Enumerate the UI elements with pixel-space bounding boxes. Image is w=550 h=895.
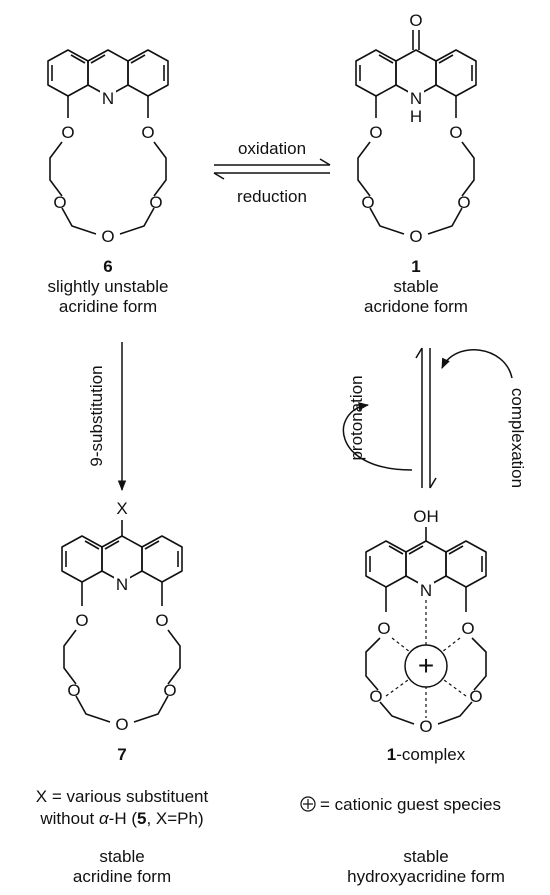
caption-line2: acridone form bbox=[364, 297, 468, 316]
substitution-label: 9-substitution bbox=[87, 365, 106, 466]
atom-O-1: O bbox=[377, 619, 390, 638]
cation-legend: = cationic guest species bbox=[300, 795, 501, 814]
crown-ether bbox=[49, 96, 167, 235]
caption-line2: acridine form bbox=[59, 297, 157, 316]
caption-line1: stable bbox=[393, 277, 438, 296]
atom-carbonyl-O: O bbox=[409, 11, 422, 30]
caption-line2: acridine form bbox=[73, 867, 171, 886]
molecule-1: O N H O O O O O 1 stable acridone form bbox=[355, 11, 477, 316]
caption-line1: stable bbox=[403, 847, 448, 866]
oxidation-label: oxidation bbox=[238, 139, 306, 158]
molecule-6: N O O O O O 6 slightly unstable acridine… bbox=[47, 49, 169, 316]
atom-O-4: O bbox=[149, 193, 162, 212]
complexation-label: complexation bbox=[508, 388, 527, 488]
compound-number: 7 bbox=[117, 745, 126, 764]
acridine-core bbox=[365, 540, 487, 588]
legend-text: = cationic guest species bbox=[320, 795, 501, 814]
acridone-core bbox=[355, 49, 477, 97]
atom-O-5: O bbox=[409, 227, 422, 246]
molecule-1-complex: OH N O O O O O bbox=[300, 507, 505, 886]
atom-N: N bbox=[420, 581, 432, 600]
hydroxyl-OH: OH bbox=[413, 507, 439, 526]
caption-line1: stable bbox=[99, 847, 144, 866]
atom-O-3: O bbox=[67, 681, 80, 700]
atom-H: H bbox=[410, 107, 422, 126]
atom-O-3: O bbox=[361, 193, 374, 212]
atom-O-2: O bbox=[155, 611, 168, 630]
protonation-label: protonation bbox=[347, 375, 366, 460]
compound-number: 1 bbox=[411, 257, 420, 276]
note-line1: X = various substituent bbox=[36, 787, 209, 806]
molecule-7: X N O O O O O 7 X = various substituent bbox=[36, 499, 209, 886]
atom-O-3: O bbox=[369, 687, 382, 706]
atom-O-5: O bbox=[419, 717, 432, 736]
atom-O-4: O bbox=[163, 681, 176, 700]
substitution-arrow: 9-substitution bbox=[87, 342, 127, 492]
atom-N: N bbox=[410, 89, 422, 108]
compound-number: 6 bbox=[103, 257, 112, 276]
crown-ether bbox=[365, 587, 487, 725]
atom-O-4: O bbox=[457, 193, 470, 212]
caption-line1: slightly unstable bbox=[48, 277, 169, 296]
atom-O-3: O bbox=[53, 193, 66, 212]
atom-O-5: O bbox=[101, 227, 114, 246]
acridine-core bbox=[47, 49, 169, 97]
atom-N: N bbox=[102, 89, 114, 108]
atom-O-1: O bbox=[61, 123, 74, 142]
redox-arrows: oxidation reduction bbox=[213, 139, 331, 206]
cation-guest: + bbox=[385, 600, 467, 718]
substituent-X: X bbox=[116, 499, 127, 518]
atom-O-1: O bbox=[75, 611, 88, 630]
crown-ether bbox=[357, 96, 475, 235]
crown-ether bbox=[63, 582, 181, 723]
atom-O-5: O bbox=[115, 715, 128, 734]
cation-symbol: + bbox=[418, 650, 434, 681]
equilibrium-arrows: protonation complexation bbox=[342, 347, 527, 489]
note-line2: without α-H (5, X=Ph) bbox=[39, 809, 203, 828]
atom-O-2: O bbox=[461, 619, 474, 638]
atom-O-1: O bbox=[369, 123, 382, 142]
atom-O-2: O bbox=[449, 123, 462, 142]
atom-O-4: O bbox=[469, 687, 482, 706]
compound-label: 1-complex bbox=[387, 745, 466, 764]
caption-line2: hydroxyacridine form bbox=[347, 867, 505, 886]
atom-N: N bbox=[116, 575, 128, 594]
reduction-label: reduction bbox=[237, 187, 307, 206]
atom-O-2: O bbox=[141, 123, 154, 142]
acridine-core bbox=[61, 535, 183, 583]
